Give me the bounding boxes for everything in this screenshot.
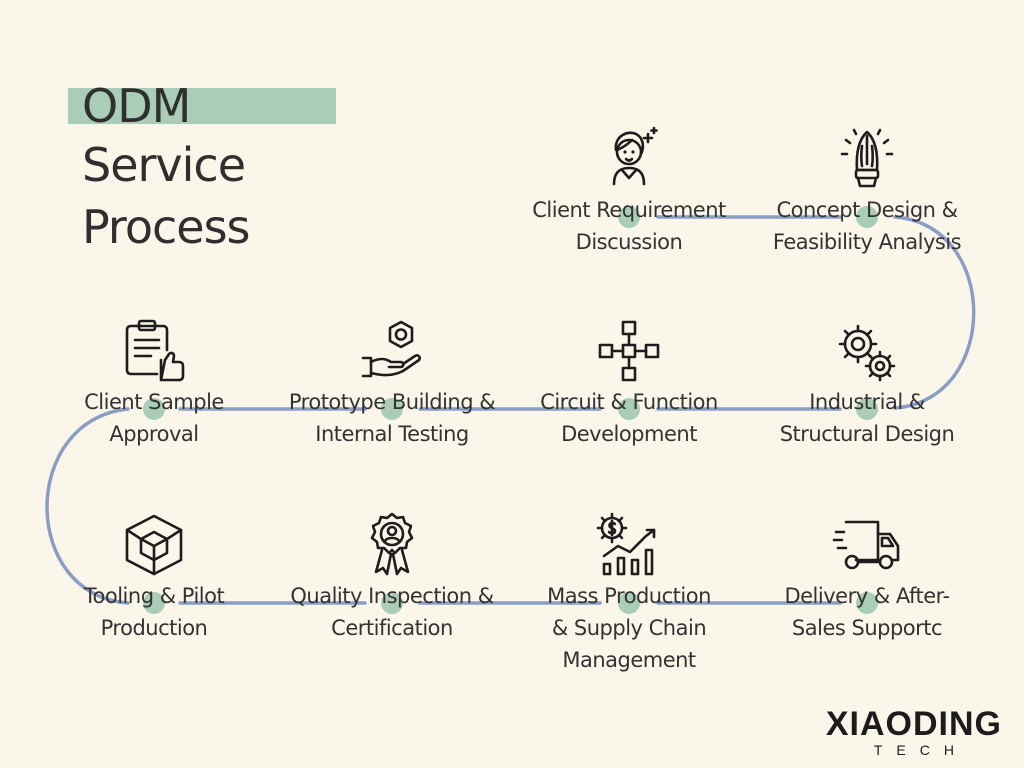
cube-icon [125,514,183,576]
brand-name: XIAODING [825,705,1002,743]
step-client-sample-approval: Client Sample Approval [39,316,269,450]
clipboard-thumbs-up-icon [125,319,185,382]
step-dot-8 [381,592,403,614]
step-dot-9 [618,592,640,614]
chart-gear-dollar-icon [596,512,656,576]
step-label: Client Sample Approval [84,390,224,446]
step-concept-design: Concept Design & Feasibility Analysis [752,124,982,258]
step-dot-5 [381,398,403,420]
step-prototype-building: Prototype Building & Internal Testing [277,316,507,450]
step-dot-1 [618,206,640,228]
step-client-requirement: Client Requirement Discussion [514,124,744,258]
title-block: ODM Service Process [68,78,368,258]
step-dot-4 [618,398,640,420]
step-quality-inspection: Quality Inspection & Certification [277,510,507,644]
step-label: Quality Inspection & Certification [290,584,494,640]
brand-sub: TECH [873,742,968,758]
hand-hex-nut-icon [361,320,421,378]
woman-person-icon [612,126,658,186]
step-mass-production: Mass Production & Supply Chain Managemen… [514,510,744,676]
pen-nib-idea-icon [840,128,894,188]
delivery-truck-icon [832,520,900,570]
step-label: Mass Production & Supply Chain Managemen… [547,584,711,672]
award-badge-icon [370,512,414,576]
title-line-1: ODM [82,79,191,133]
step-dot-10 [856,592,878,614]
circuit-nodes-icon [598,320,660,382]
step-label: Prototype Building & Internal Testing [288,390,496,446]
step-label: Client Requirement Discussion [532,198,726,254]
step-label: Industrial & Structural Design [779,390,955,446]
step-label: Delivery & After- Sales Supportc [784,584,950,640]
step-label: Concept Design & Feasibility Analysis [772,198,962,254]
step-label: Circuit & Function Development [540,390,718,446]
step-tooling-pilot: Tooling & Pilot Production [39,510,269,644]
title-line-3: Process [82,200,251,254]
step-delivery-after-sales: Delivery & After- Sales Supportc [752,510,982,644]
step-industrial-design: Industrial & Structural Design [752,316,982,450]
title-line-2: Service [82,138,246,192]
brand-logo: XIAODING TECH [826,706,1002,758]
step-dot-7 [143,592,165,614]
gears-icon [838,324,896,382]
step-circuit-development: Circuit & Function Development [514,316,744,450]
step-dot-2 [856,206,878,228]
step-label: Tooling & Pilot Production [83,584,225,640]
step-dot-3 [856,398,878,420]
step-dot-6 [143,398,165,420]
title-highlight-bar [68,88,336,124]
